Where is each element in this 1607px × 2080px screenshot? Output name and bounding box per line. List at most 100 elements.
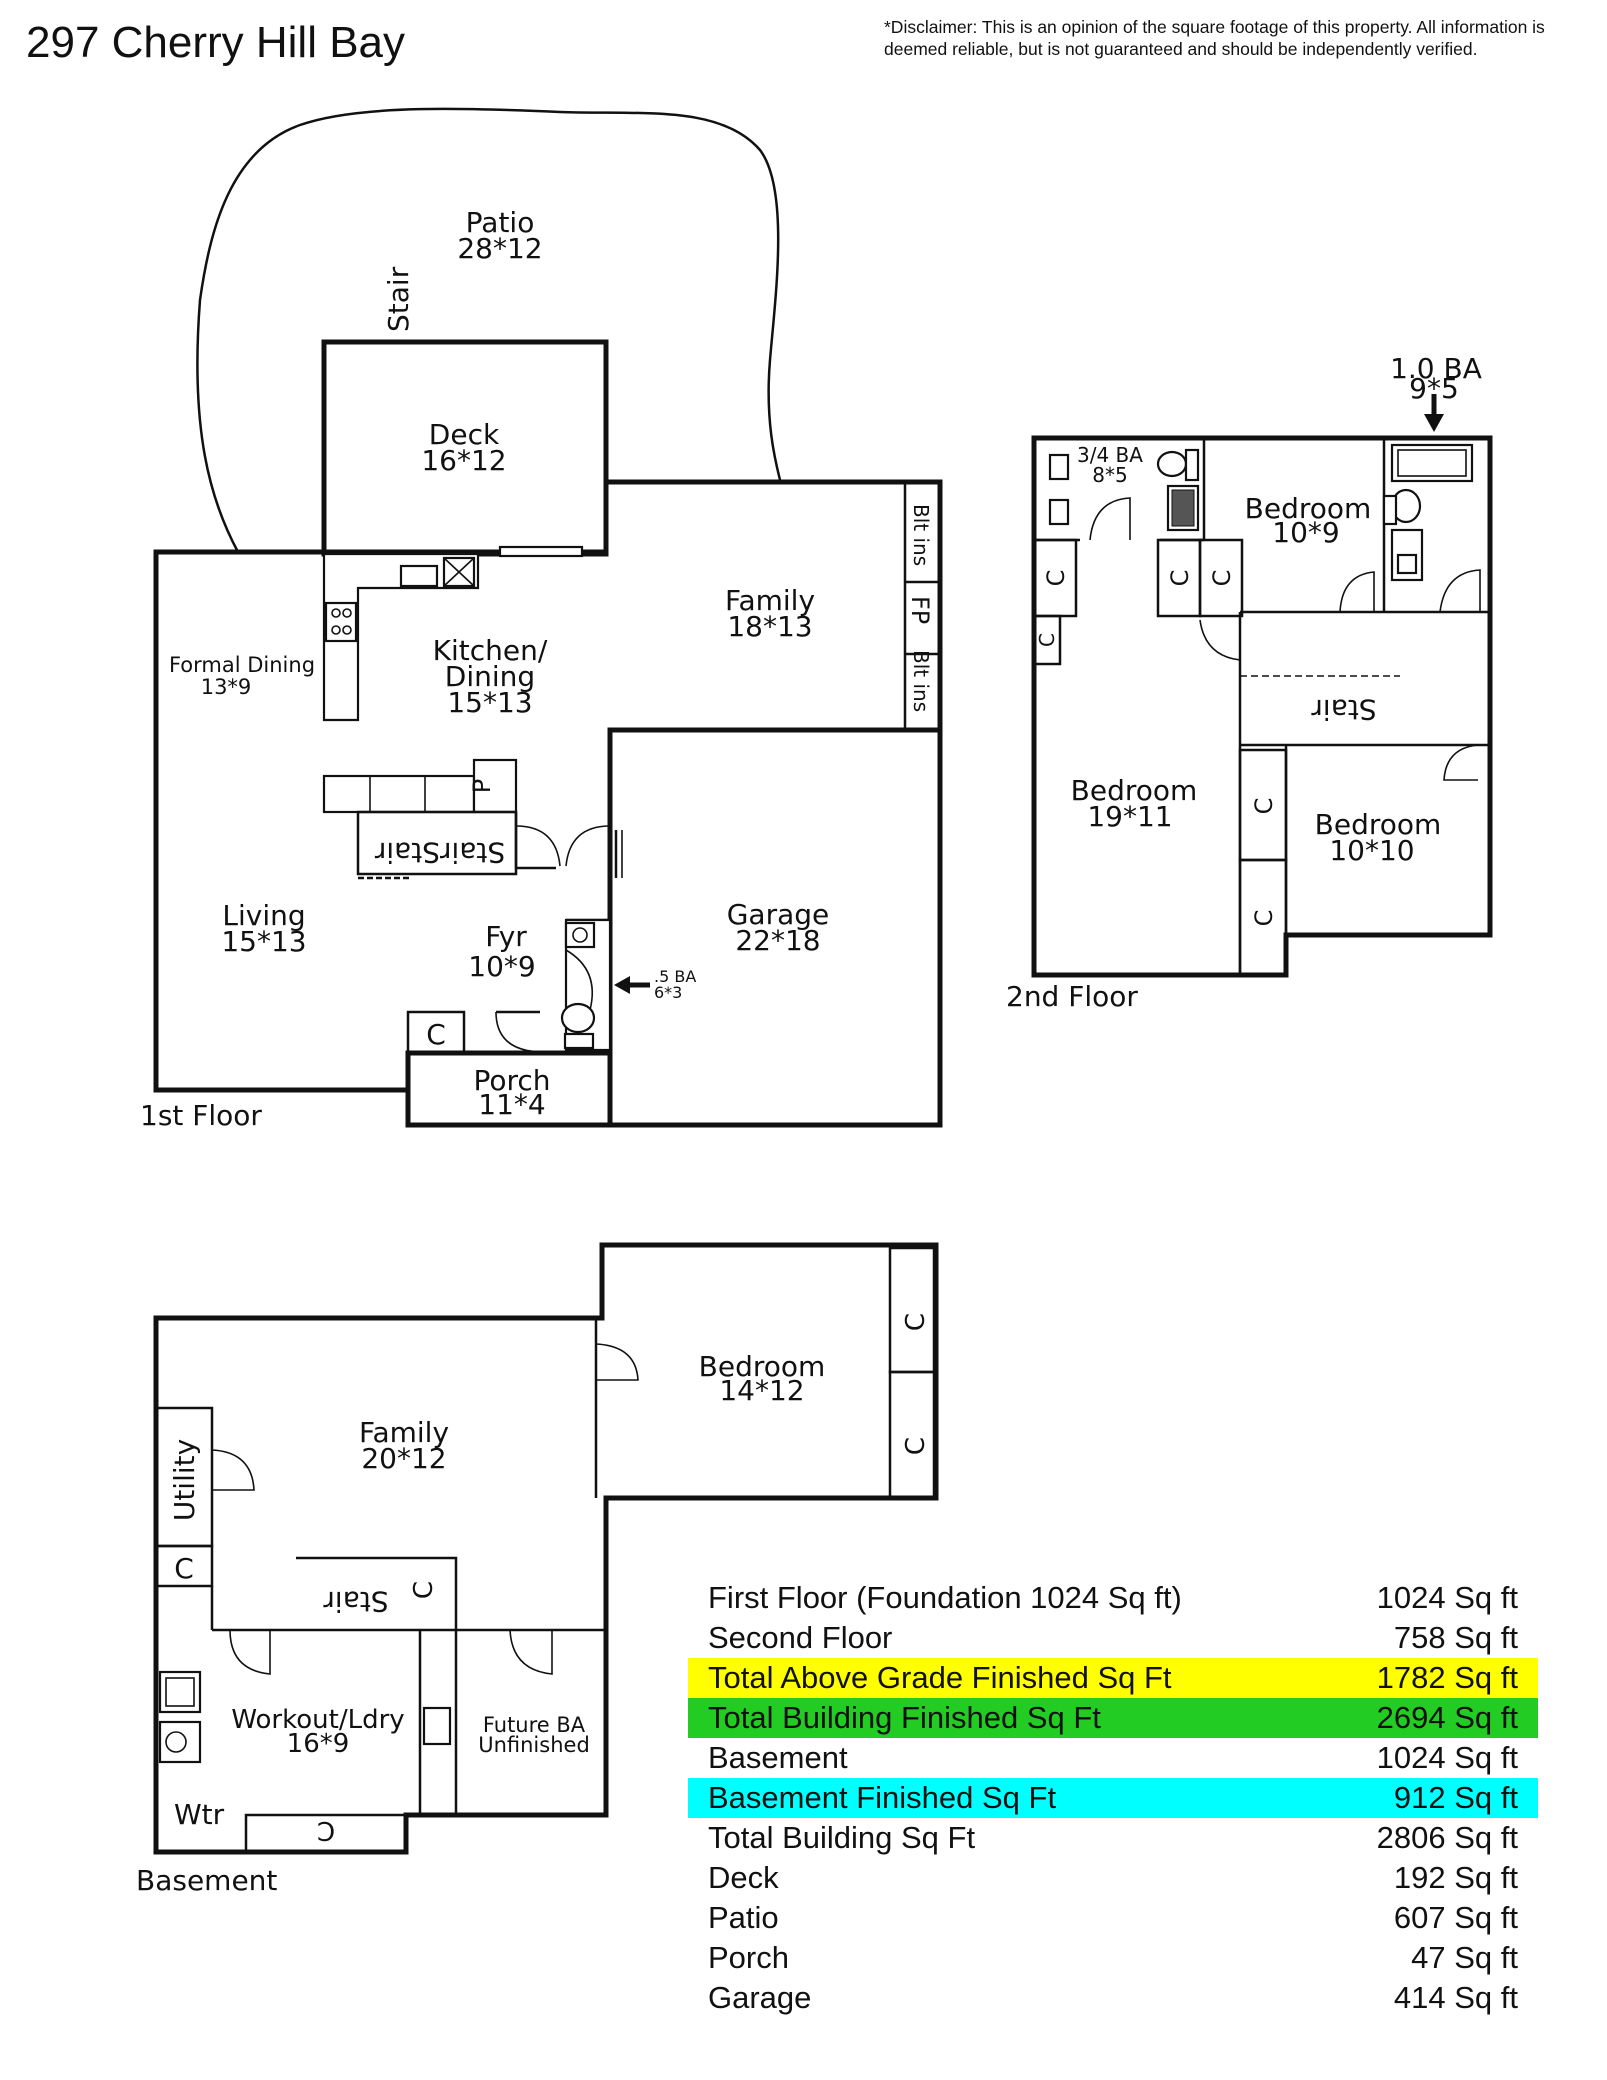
family-name: Family: [725, 584, 815, 617]
basement-closet-5: C: [317, 1815, 335, 1845]
kitchen-island: [322, 774, 476, 814]
summary-value: 912 Sq ft: [1393, 1780, 1518, 1815]
fyr-name: Fyr: [485, 920, 527, 953]
kitchen-dims: 15*13: [447, 686, 532, 719]
three-quarter-bath-dims: 8*5: [1092, 463, 1127, 487]
porch-name: Porch: [473, 1064, 550, 1097]
deck-name: Deck: [429, 418, 500, 451]
bedroom-a-dims: 10*9: [1272, 516, 1339, 549]
closet-2f-6: C: [1250, 910, 1278, 927]
full-bath-dims: 9*5: [1409, 372, 1459, 405]
summary-value: 47 Sq ft: [1411, 1940, 1518, 1975]
first-floor-label: 1st Floor: [140, 1099, 262, 1132]
bedroom-c-name: Bedroom: [1315, 808, 1442, 841]
bedroom-b-name: Bedroom: [1071, 774, 1198, 807]
summary-label: Total Above Grade Finished Sq Ft: [708, 1660, 1172, 1695]
future-ba-line1: Future BA: [483, 1713, 586, 1737]
patio-outline: [196, 107, 782, 553]
first-floor-walls: [153, 479, 943, 1128]
basement-bedroom-dims: 14*12: [719, 1374, 804, 1407]
summary-row: Deck 192 Sq ft: [688, 1858, 1538, 1898]
porch-dims: 11*4: [478, 1088, 545, 1121]
garage-dims: 22*18: [735, 924, 820, 957]
summary-value: 192 Sq ft: [1393, 1860, 1518, 1895]
summary-label: First Floor (Foundation 1024 Sq ft): [708, 1580, 1182, 1615]
summary-row: Total Building Finished Sq Ft 2694 Sq ft: [688, 1698, 1538, 1738]
summary-row: Basement Finished Sq Ft 912 Sq ft: [688, 1778, 1538, 1818]
full-bath-name: 1.0 BA: [1390, 352, 1482, 385]
basement-closet-2: C: [901, 1437, 931, 1455]
summary-label: Total Building Sq Ft: [708, 1820, 976, 1855]
summary-label: Porch: [708, 1940, 789, 1975]
pantry-label: P: [468, 779, 496, 793]
basement-stair-label: Stair: [323, 1585, 389, 1618]
water-heater-label: Wtr: [174, 1798, 225, 1831]
summary-value: 607 Sq ft: [1393, 1900, 1518, 1935]
closet-2f-5: C: [1250, 798, 1278, 815]
closet-2f-2: C: [1035, 633, 1059, 647]
summary-row: Total Building Sq Ft 2806 Sq ft: [688, 1818, 1538, 1858]
second-floor-plan: 1.0 BA 9*5 3/4 BA 8*5 Bedroom 10*9 Stair…: [1006, 352, 1493, 1013]
bedroom-a-name: Bedroom: [1245, 492, 1372, 525]
summary-label: Basement: [708, 1740, 848, 1775]
living-name: Living: [222, 899, 305, 932]
square-footage-summary: First Floor (Foundation 1024 Sq ft) 1024 …: [688, 1578, 1538, 2018]
kitchen-line1: Kitchen/: [433, 634, 548, 667]
summary-label: Patio: [708, 1900, 779, 1935]
first-closet-label: C: [426, 1018, 446, 1051]
formal-dining-dims: 13*9: [201, 675, 252, 699]
basement-closet-3: C: [174, 1552, 194, 1585]
summary-value: 1024 Sq ft: [1376, 1740, 1518, 1775]
half-bath-dims: 6*3: [654, 983, 682, 1002]
workout-dims: 16*9: [287, 1729, 350, 1759]
summary-row: Patio 607 Sq ft: [688, 1898, 1538, 1938]
fyr-dims: 10*9: [468, 950, 535, 983]
bedroom-b-dims: 19*11: [1087, 800, 1172, 833]
closet-2f-1: C: [1042, 570, 1070, 587]
kitchen-line2: Dining: [445, 660, 535, 693]
first-floor-plan: Patio 28*12 Stair Deck 16*12 Family 18*1…: [140, 107, 943, 1132]
built-ins-top: Blt ins: [909, 504, 933, 566]
closet-2f-3: C: [1166, 570, 1194, 587]
summary-label: Basement Finished Sq Ft: [708, 1780, 1057, 1815]
summary-label: Total Building Finished Sq Ft: [708, 1700, 1101, 1735]
garage-name: Garage: [727, 898, 830, 931]
summary-value: 758 Sq ft: [1393, 1620, 1518, 1655]
bedroom-c-dims: 10*10: [1329, 834, 1414, 867]
second-floor-label: 2nd Floor: [1006, 980, 1138, 1013]
basement-plan: Family 20*12 Bedroom 14*12 Utility Stair…: [136, 1242, 939, 1897]
disclaimer-text: *Disclaimer: This is an opinion of the s…: [884, 17, 1545, 59]
second-stair-label: Stair: [1311, 693, 1377, 726]
basement-family-name: Family: [359, 1416, 449, 1449]
utility-label: Utility: [168, 1439, 201, 1521]
basement-closet-4: C: [409, 1581, 439, 1599]
fireplace-label: FP: [906, 596, 934, 624]
summary-value: 414 Sq ft: [1393, 1980, 1518, 2015]
page-title: 297 Cherry Hill Bay: [26, 18, 406, 67]
closet-2f-4: C: [1208, 570, 1236, 587]
outside-stair-label: Stair: [382, 266, 415, 332]
summary-label: Deck: [708, 1860, 779, 1895]
built-ins-bottom: Blt ins: [909, 650, 933, 712]
basement-closet-1: C: [901, 1313, 931, 1331]
basement-label: Basement: [136, 1864, 277, 1897]
half-bath-name: .5 BA: [654, 967, 696, 986]
family-dims: 18*13: [727, 610, 812, 643]
basement-bedroom-name: Bedroom: [699, 1350, 826, 1383]
summary-value: 1782 Sq ft: [1376, 1660, 1518, 1695]
future-ba-line2: Unfinished: [478, 1733, 590, 1757]
summary-value: 2806 Sq ft: [1376, 1820, 1518, 1855]
summary-value: 2694 Sq ft: [1376, 1700, 1518, 1735]
deck-dims: 16*12: [421, 444, 506, 477]
summary-row: Total Above Grade Finished Sq Ft 1782 Sq …: [688, 1658, 1538, 1698]
summary-value: 1024 Sq ft: [1376, 1580, 1518, 1615]
patio-name: Patio: [466, 206, 535, 239]
patio-dims: 28*12: [457, 232, 542, 265]
living-dims: 15*13: [221, 925, 306, 958]
inner-stair-label: StairStair: [374, 836, 505, 869]
formal-dining-name: Formal Dining: [169, 653, 315, 677]
three-quarter-bath-name: 3/4 BA: [1077, 443, 1143, 467]
